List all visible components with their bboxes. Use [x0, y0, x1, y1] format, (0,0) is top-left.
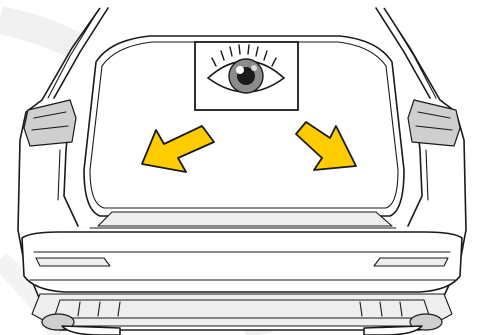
rear-bumper	[22, 232, 462, 292]
eye-symbol-box	[195, 42, 298, 110]
tail-light-right	[408, 100, 460, 146]
